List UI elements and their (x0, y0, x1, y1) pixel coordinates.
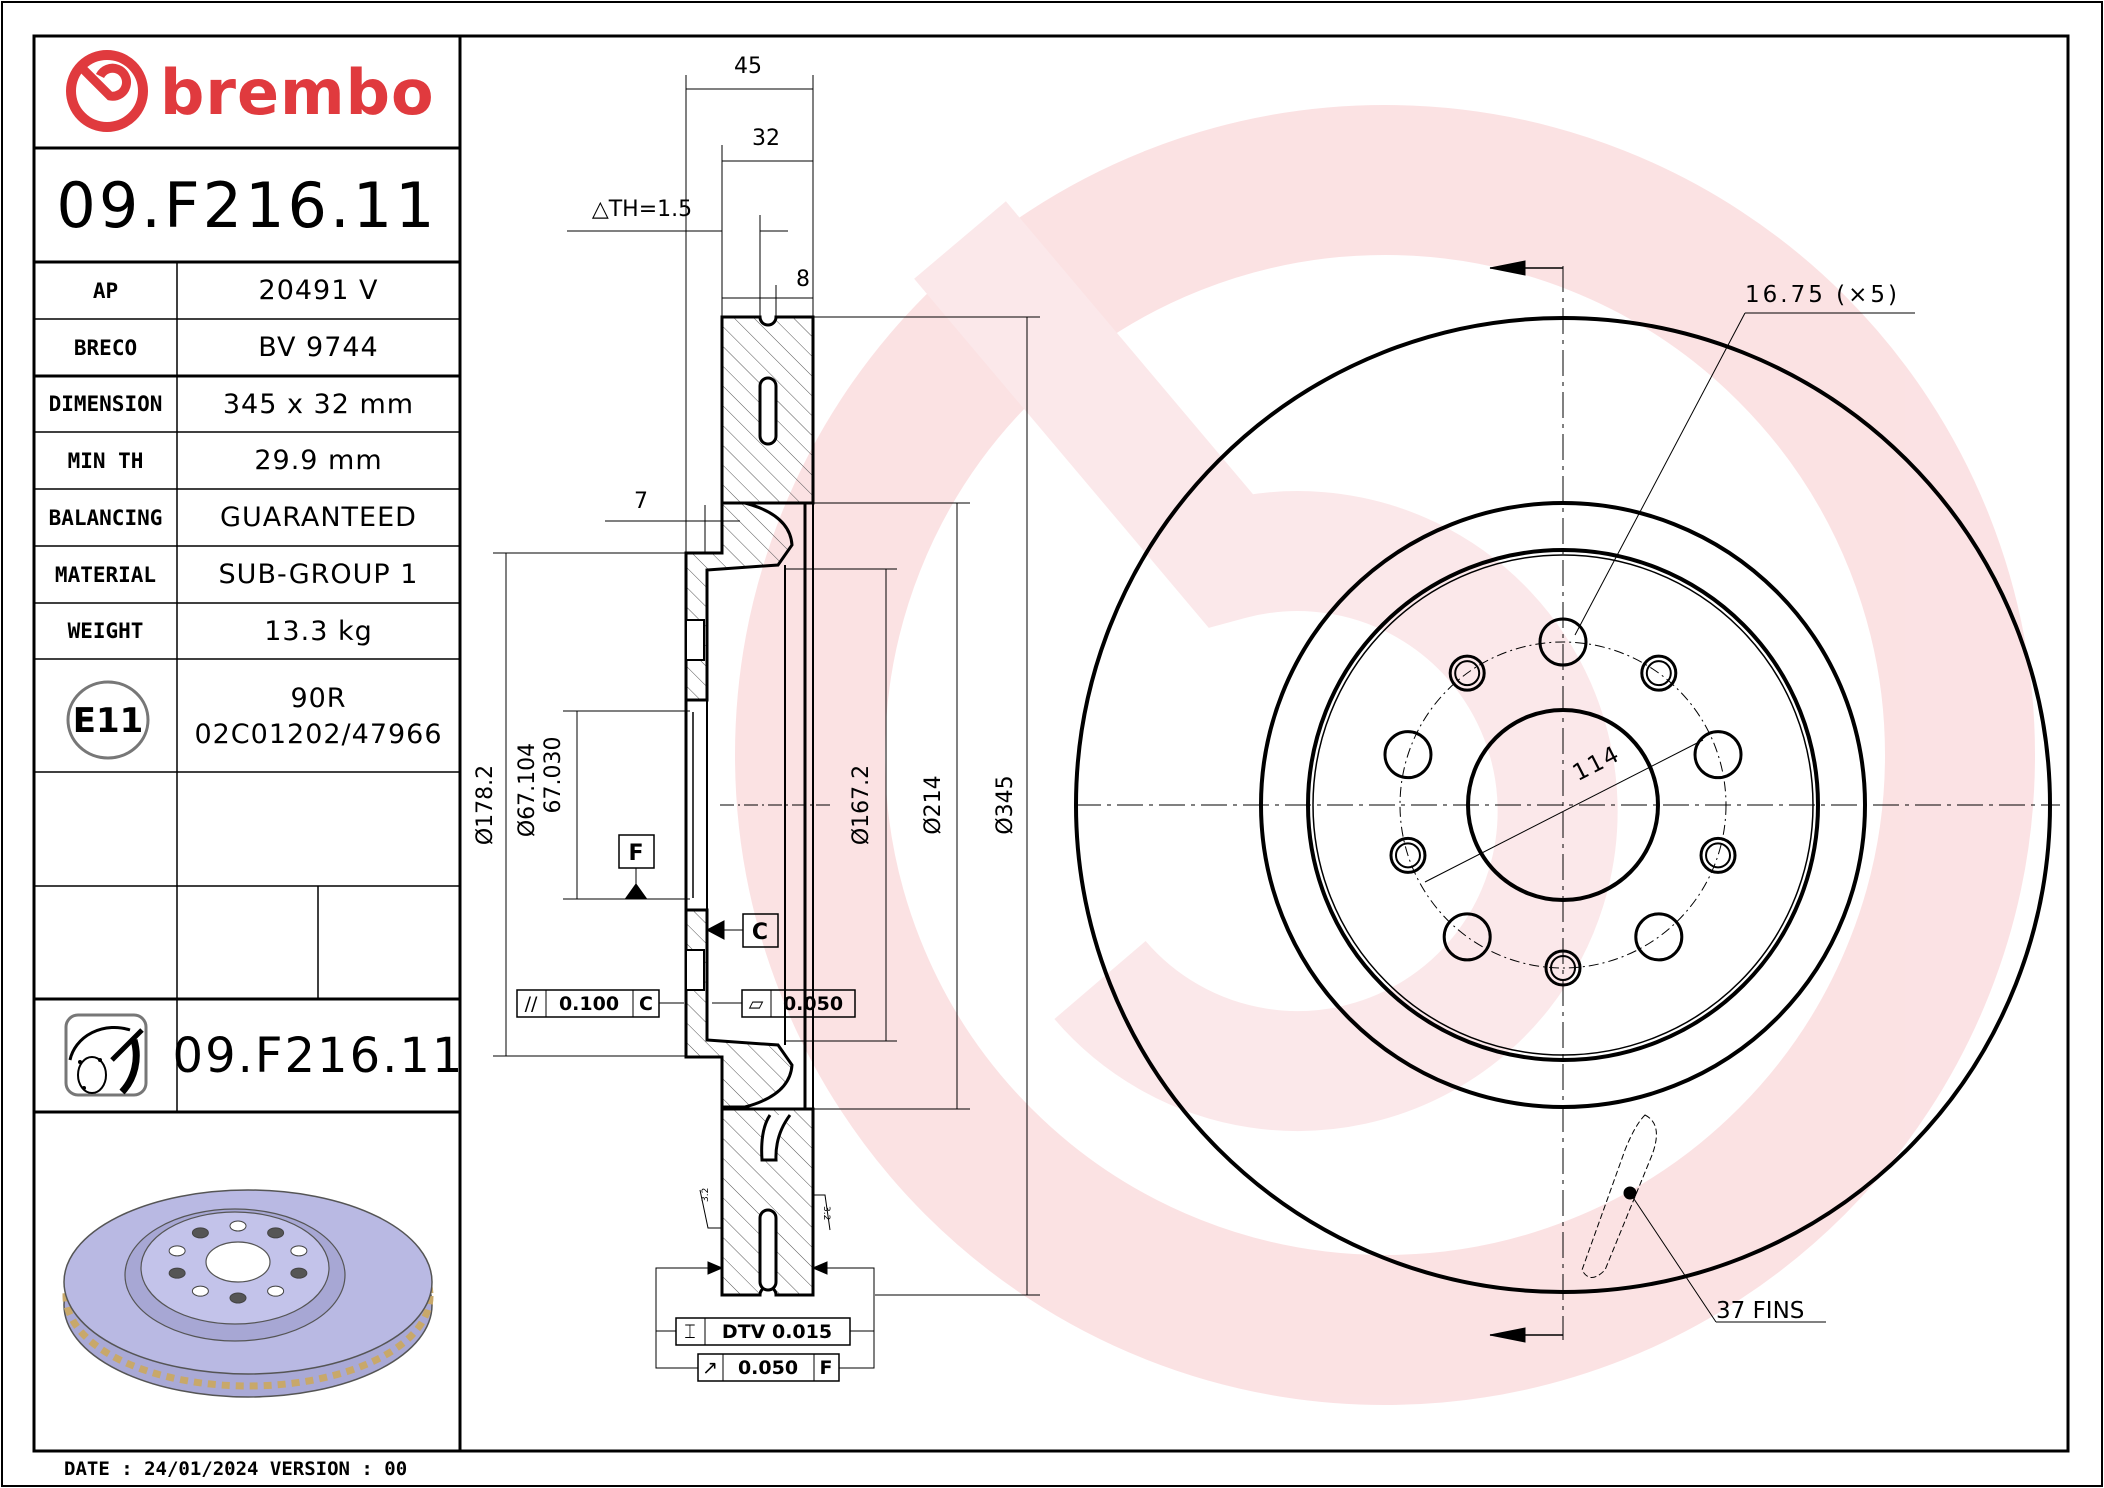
svg-text://: // (525, 993, 538, 1015)
svg-text:45: 45 (734, 54, 762, 79)
section-dimensions (493, 75, 1040, 1382)
hat-section-top (684, 501, 794, 702)
spec-label-ap: AP (92, 278, 119, 303)
svg-text:0.050: 0.050 (738, 1357, 798, 1379)
svg-text:▱: ▱ (749, 993, 764, 1015)
render-bolt-hole (290, 1245, 308, 1257)
svg-text:DTV 0.015: DTV 0.015 (722, 1321, 832, 1343)
spec-label-min-th: MIN TH (67, 448, 144, 473)
render-bolt-hole (191, 1227, 209, 1239)
section-dimension-labels: 45 32 △TH=1.5 8 7 Ø178.2 Ø67.104 67.030 … (473, 54, 1018, 1379)
render-bolt-hole (168, 1245, 186, 1257)
render-bolt-hole (229, 1292, 247, 1304)
locating-hole (1699, 836, 1737, 874)
svg-text:3.2: 3.2 (821, 1206, 831, 1220)
svg-text:Ø167.2: Ø167.2 (849, 765, 874, 845)
wheel-stud-hole (1693, 730, 1743, 780)
svg-text:32: 32 (752, 126, 780, 151)
locating-hole (1389, 836, 1427, 874)
svg-text:67.030: 67.030 (541, 737, 566, 814)
locating-hole-inner (1705, 842, 1732, 869)
homologation-line2: 02C01202/47966 (194, 718, 443, 750)
svg-text:⌶: ⌶ (684, 1321, 695, 1343)
drawing-border (32, 34, 2070, 1453)
render-bolt-hole (168, 1267, 186, 1279)
locating-hole (1448, 654, 1486, 692)
render-bolt-hole (191, 1285, 209, 1297)
render-bolt-hole (267, 1285, 285, 1297)
part-number-footer: 09.F216.11 (172, 1027, 465, 1084)
locating-hole (1640, 654, 1678, 692)
disc-3d-render (62, 1189, 434, 1398)
render-bolt-hole (290, 1267, 308, 1279)
brembo-watermark (735, 105, 2035, 1405)
svg-text:Ø67.104: Ø67.104 (515, 743, 540, 837)
part-number-title: 09.F216.11 (56, 168, 438, 242)
e11-homologation-mark: E11 (66, 680, 150, 760)
svg-text:0.050: 0.050 (783, 993, 843, 1015)
spec-value-min-th: 29.9 mm (254, 445, 383, 476)
hat-section-bottom (684, 908, 794, 1109)
svg-text:37 FINS: 37 FINS (1716, 1298, 1804, 1324)
locating-hole-inner (1454, 660, 1481, 687)
svg-text:F: F (820, 1357, 833, 1379)
render-bolt-hole (267, 1227, 285, 1239)
section-view (684, 315, 830, 1297)
svg-text:C: C (752, 920, 768, 945)
svg-text:C: C (639, 993, 653, 1015)
spec-value-material: SUB-GROUP 1 (218, 559, 419, 590)
svg-text:brembo: brembo (160, 56, 435, 129)
svg-text:16.75 (×5): 16.75 (×5) (1745, 282, 1900, 308)
spec-label-weight: WEIGHT (67, 619, 144, 643)
svg-text:0.100: 0.100 (559, 993, 619, 1015)
svg-text:↗: ↗ (702, 1357, 718, 1379)
date-version: DATE : 24/01/2024 VERSION : 00 (64, 1458, 408, 1480)
locating-hole-inner (1645, 660, 1672, 687)
front-view (1074, 260, 2060, 1343)
svg-text:7: 7 (634, 489, 648, 514)
svg-text:△TH=1.5: △TH=1.5 (592, 197, 692, 222)
spec-value-breco: BV 9744 (258, 332, 379, 363)
spec-value-dimension: 345 x 32 mm (222, 388, 415, 420)
spec-label-dimension: DIMENSION (48, 392, 163, 416)
svg-text:Ø214: Ø214 (921, 775, 946, 834)
spec-label-material: MATERIAL (54, 562, 157, 587)
spec-value-weight: 13.3 kg (264, 615, 373, 647)
svg-text:8: 8 (796, 267, 810, 292)
spec-label-breco: BRECO (73, 335, 138, 360)
render-bolt-hole (229, 1220, 247, 1232)
svg-text:Ø345: Ø345 (993, 775, 1018, 834)
front-view-labels: 16.75 (×5) 114 37 FINS (1569, 282, 1900, 1324)
svg-text:F: F (628, 841, 643, 866)
svg-text:E11: E11 (73, 701, 144, 741)
spec-value-ap: 20491 V (258, 275, 379, 306)
brake-disc-icon (64, 1013, 148, 1097)
svg-text:3.2: 3.2 (701, 1188, 711, 1202)
wheel-stud-hole (1442, 912, 1492, 962)
wheel-stud-hole (1383, 730, 1433, 780)
wheel-stud-hole (1634, 912, 1684, 962)
spec-value-balancing: GUARANTEED (220, 502, 417, 533)
locating-hole-inner (1394, 842, 1421, 869)
svg-text:Ø178.2: Ø178.2 (473, 765, 498, 845)
brembo-logo: brembo (66, 50, 435, 132)
homologation-line1: 90R (290, 682, 347, 714)
title-block-grid (34, 146, 460, 1114)
spec-label-balancing: BALANCING (48, 505, 163, 530)
